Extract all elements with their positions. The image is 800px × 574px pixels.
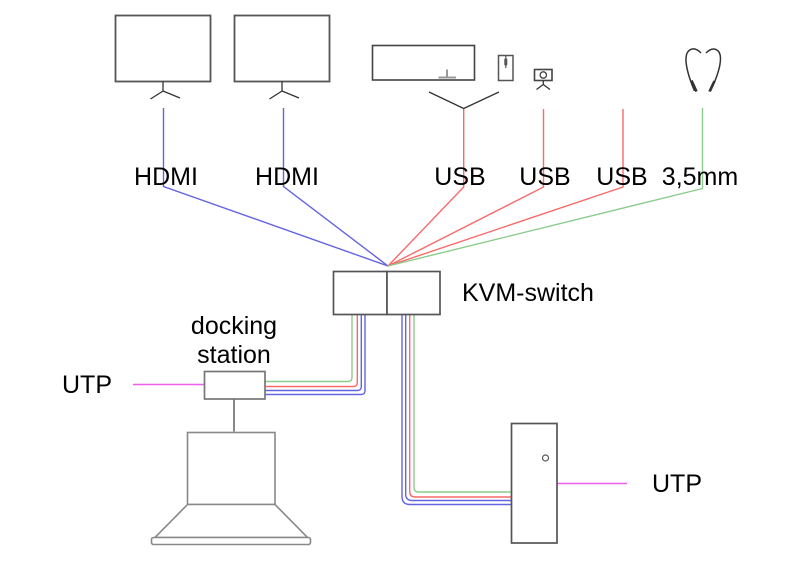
kvm-tower-usb-cable	[409, 314, 512, 498]
monitor-icon	[233, 14, 331, 100]
monitor-stand	[269, 81, 300, 100]
monitor-stand	[150, 81, 181, 100]
keyboard-mouse-junction	[428, 91, 500, 110]
hdmi-cable-1	[162, 108, 389, 267]
mouse-wheel	[504, 58, 508, 66]
kvm-tower-hdmi-cable-1	[401, 314, 512, 506]
desktop-tower-icon	[510, 422, 558, 544]
audio-35mm-cable	[387, 108, 704, 267]
utp-label-left: UTP	[62, 371, 112, 399]
keyboard-icon	[371, 44, 476, 81]
keyboard-connector-mark	[438, 69, 456, 79]
utp-label-right: UTP	[652, 470, 702, 498]
hdmi-cable-2	[282, 108, 389, 267]
tower-power-button	[541, 454, 550, 462]
kvm-tower-audio-cable	[413, 314, 512, 493]
laptop-base	[153, 503, 310, 539]
usb-label-1: USB	[434, 163, 486, 191]
audio-35mm-label: 3,5mm	[661, 163, 739, 191]
docking-station-label-line2: station	[197, 341, 271, 369]
headset-icon	[685, 48, 722, 93]
docking-station-label-line1: docking	[190, 312, 278, 340]
kvm-tower-hdmi-cable-2	[405, 314, 512, 502]
kvm-dock-audio-cable	[265, 314, 353, 383]
usb-label-3: USB	[596, 163, 648, 191]
kvm-switch-label: KVM-switch	[462, 279, 594, 307]
webcam-tripod	[536, 80, 551, 91]
usb-cable-2	[387, 109, 545, 267]
hdmi-label-1: HDMI	[134, 163, 198, 191]
kvm-switch-icon	[332, 270, 441, 316]
usb-cable-1	[387, 109, 465, 267]
monitor-icon	[114, 14, 212, 100]
docking-station-label: docking station	[191, 312, 277, 370]
usb-cable-3	[387, 109, 624, 267]
usb-label-2: USB	[519, 163, 571, 191]
kvm-dock-hdmi-cable-2	[265, 314, 366, 396]
docking-station-icon	[203, 370, 266, 400]
laptop-front-edge	[150, 536, 312, 546]
webcam-icon	[533, 68, 553, 91]
kvm-dock-hdmi-cable-1	[265, 314, 362, 392]
kvm-dock-usb-cable	[265, 314, 358, 388]
laptop-screen	[186, 431, 276, 506]
mouse-icon	[497, 54, 514, 82]
hdmi-label-2: HDMI	[255, 163, 319, 191]
laptop-icon	[150, 431, 312, 546]
